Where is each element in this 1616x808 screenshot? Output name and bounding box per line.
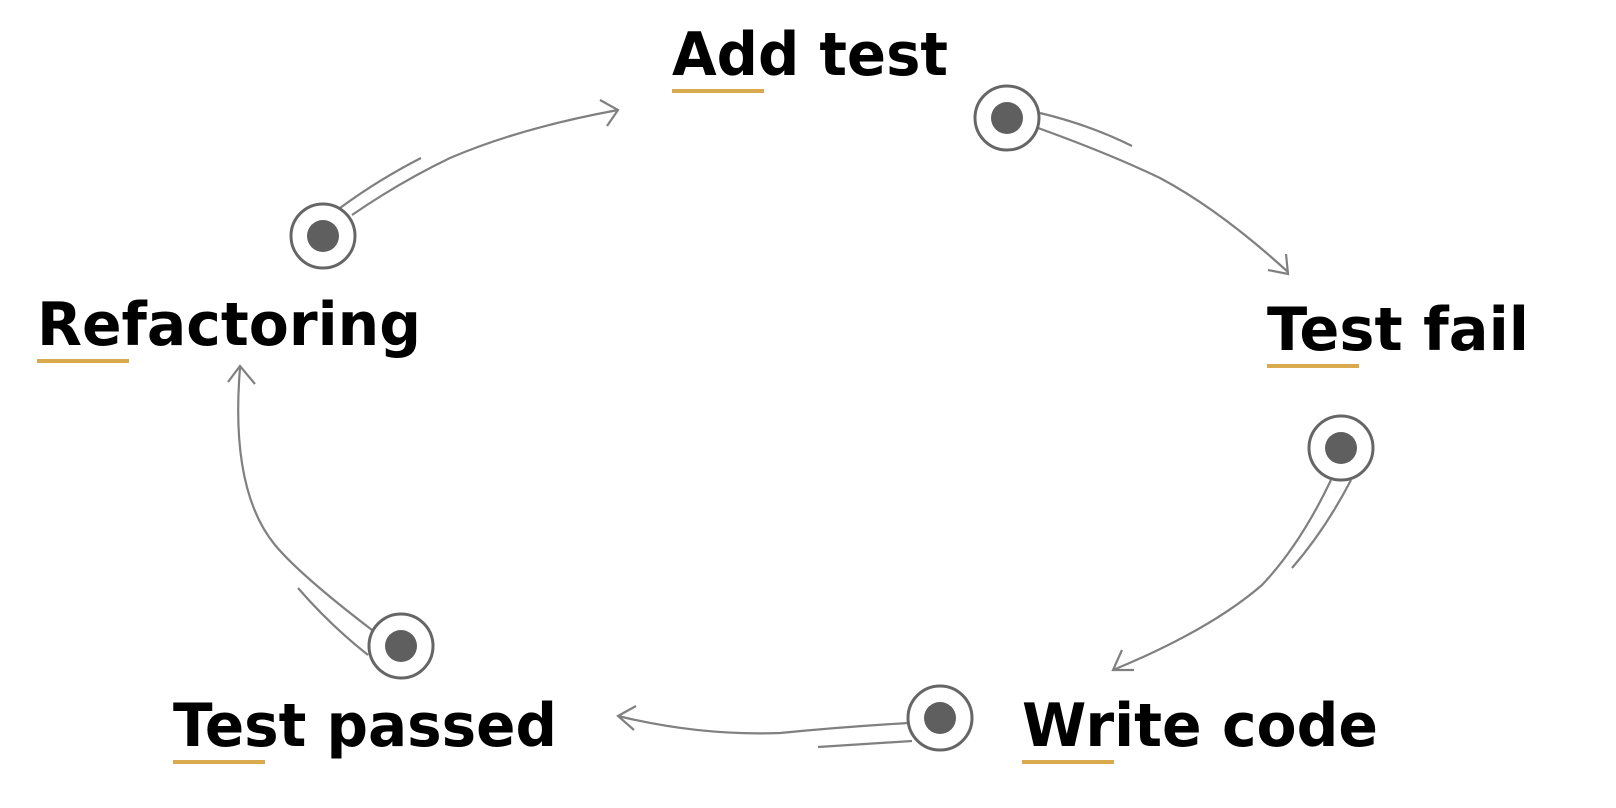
- arrowhead-icon: [599, 99, 620, 127]
- arrowhead-icon: [1267, 253, 1290, 276]
- step-label: Test passed: [173, 691, 557, 761]
- node-test-passed: [367, 612, 435, 680]
- arrow-write-code-to-test-passed: [616, 705, 913, 749]
- step-test-passed: Test passed: [173, 691, 557, 764]
- node-write-code: [906, 684, 974, 752]
- step-test-fail: Test fail: [1267, 295, 1529, 368]
- step-label: Add test: [672, 20, 948, 90]
- node-refactoring: [289, 202, 357, 270]
- step-label: Refactoring: [37, 290, 421, 360]
- step-refactoring: Refactoring: [37, 290, 421, 363]
- step-write-code: Write code: [1022, 691, 1378, 764]
- arrow-test-fail-to-write-code: [1111, 479, 1352, 672]
- arrowhead-icon: [1111, 649, 1134, 672]
- arrow-refactoring-to-add-test: [339, 99, 620, 216]
- node-add-test: [973, 84, 1041, 152]
- arrow-add-test-to-test-fail: [1037, 111, 1290, 276]
- step-label: Test fail: [1267, 295, 1529, 365]
- arrowhead-icon: [227, 364, 256, 385]
- arrow-test-passed-to-refactoring: [227, 364, 373, 656]
- step-label: Write code: [1022, 691, 1378, 761]
- node-test-fail: [1307, 414, 1375, 482]
- arrowhead-icon: [616, 705, 637, 731]
- step-add-test: Add test: [672, 20, 948, 93]
